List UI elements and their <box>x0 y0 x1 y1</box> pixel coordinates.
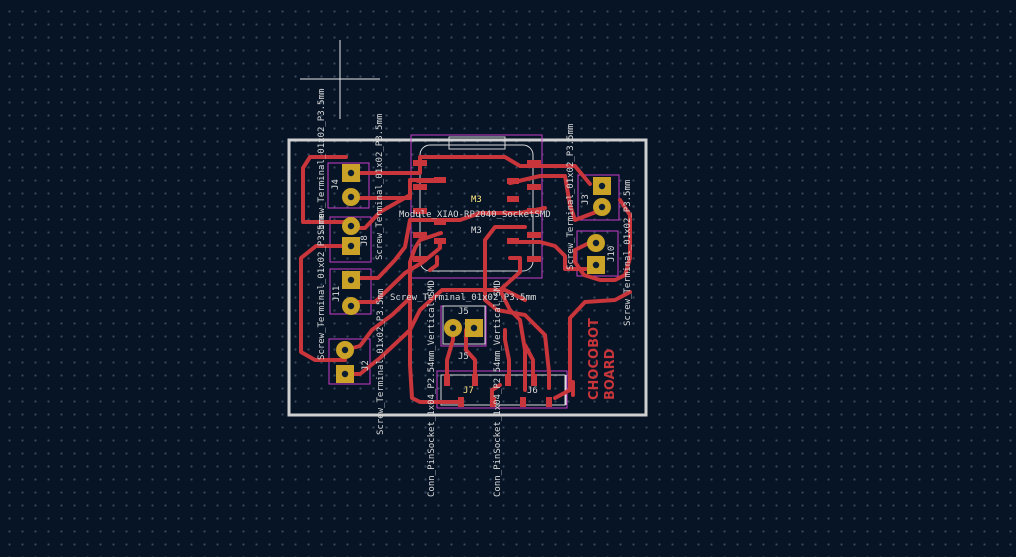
board-title-line1: CHOCOBOT <box>587 318 602 400</box>
j10-footprint-label: Screw_Terminal_01x02_P3.5mm <box>623 180 633 326</box>
copper-tracks <box>299 155 632 404</box>
m3-ref-label: M3 <box>471 195 482 205</box>
j11-footprint-label: Screw_Terminal_01x02_P3.5mm <box>317 214 327 360</box>
j4-footprint-label: Screw_Terminal_01x02_P3.5mm <box>317 89 327 235</box>
j5-value-label: J5 <box>458 352 469 362</box>
j6-footprint-label: Conn_PinSocket_1x04_P2.54mm_Vertical_SMD <box>493 280 503 497</box>
j4-ref-label: J4 <box>331 179 341 190</box>
j8-footprint-label: Screw_Terminal_01x02_P3.5mm <box>375 114 385 260</box>
silkscreen-labels: Module_XIAO-RP2040_SocketSMD M3 M3 Screw… <box>317 89 633 497</box>
j6-ref-label: J6 <box>527 386 538 396</box>
j8-ref-label: J8 <box>360 235 370 246</box>
board-title-line2: BOARD <box>603 348 618 400</box>
smd-pads <box>413 160 552 407</box>
m3-value-label: M3 <box>471 226 482 236</box>
cursor-crosshair-icon <box>300 40 380 119</box>
j5-ref-label: J5 <box>458 307 469 317</box>
j5-footprint-label: Screw_Terminal_01x02_P3.5mm <box>390 293 536 303</box>
j3-footprint-label: Screw_Terminal_01x02_P3.5mm <box>566 124 576 270</box>
j3-ref-label: J3 <box>581 194 591 205</box>
j7-footprint-label: Conn_PinSocket_1x04_P2.54mm_Vertical_SMD <box>427 280 437 497</box>
j11-ref-label: J11 <box>332 286 342 302</box>
m3-footprint-label: Module_XIAO-RP2040_SocketSMD <box>399 210 551 220</box>
j2-ref-label: J2 <box>361 360 371 371</box>
j7-ref-label: J7 <box>463 386 474 396</box>
j2-footprint-label: Screw_Terminal_01x02_P3.5mm <box>376 289 386 435</box>
tht-pads <box>336 164 611 383</box>
j10-ref-label: J10 <box>607 246 617 262</box>
board-edge-cuts <box>287 138 648 417</box>
